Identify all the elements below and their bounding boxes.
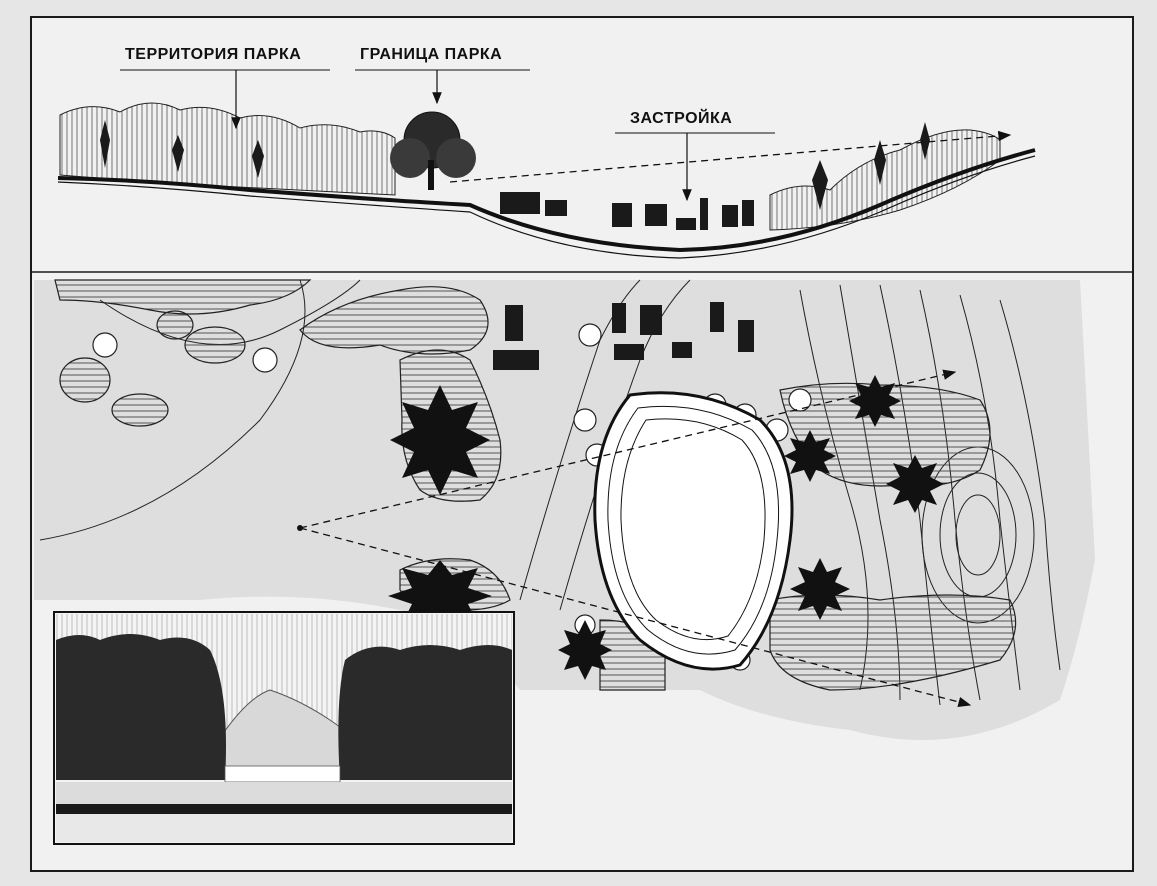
profile-sightline xyxy=(449,130,1012,183)
viewpoint-marker xyxy=(297,525,303,531)
buildings-plan xyxy=(493,302,754,370)
lake xyxy=(593,391,794,671)
label-buildings: ЗАСТРОЙКА xyxy=(630,110,733,127)
park-plan-section xyxy=(34,279,1095,740)
label-park-territory: ТЕРРИТОРИЯ ПАРКА xyxy=(125,46,302,63)
conifers-left xyxy=(100,120,264,178)
label-park-border: ГРАНИЦА ПАРКА xyxy=(360,46,503,63)
border-tree xyxy=(390,111,476,190)
conifers-right xyxy=(812,122,930,210)
sightlines-plan xyxy=(299,369,972,708)
ground-profile xyxy=(57,148,1036,253)
inset-ground-band xyxy=(56,804,512,814)
inset-water xyxy=(224,765,341,783)
park-trees-right xyxy=(769,129,1001,231)
inset-view xyxy=(53,611,515,845)
buildings-profile xyxy=(500,192,754,230)
park-profile-section xyxy=(32,69,1132,273)
contour-lines xyxy=(39,279,1061,706)
inset-trees-right xyxy=(338,645,512,780)
inset-trees-left xyxy=(56,634,226,780)
